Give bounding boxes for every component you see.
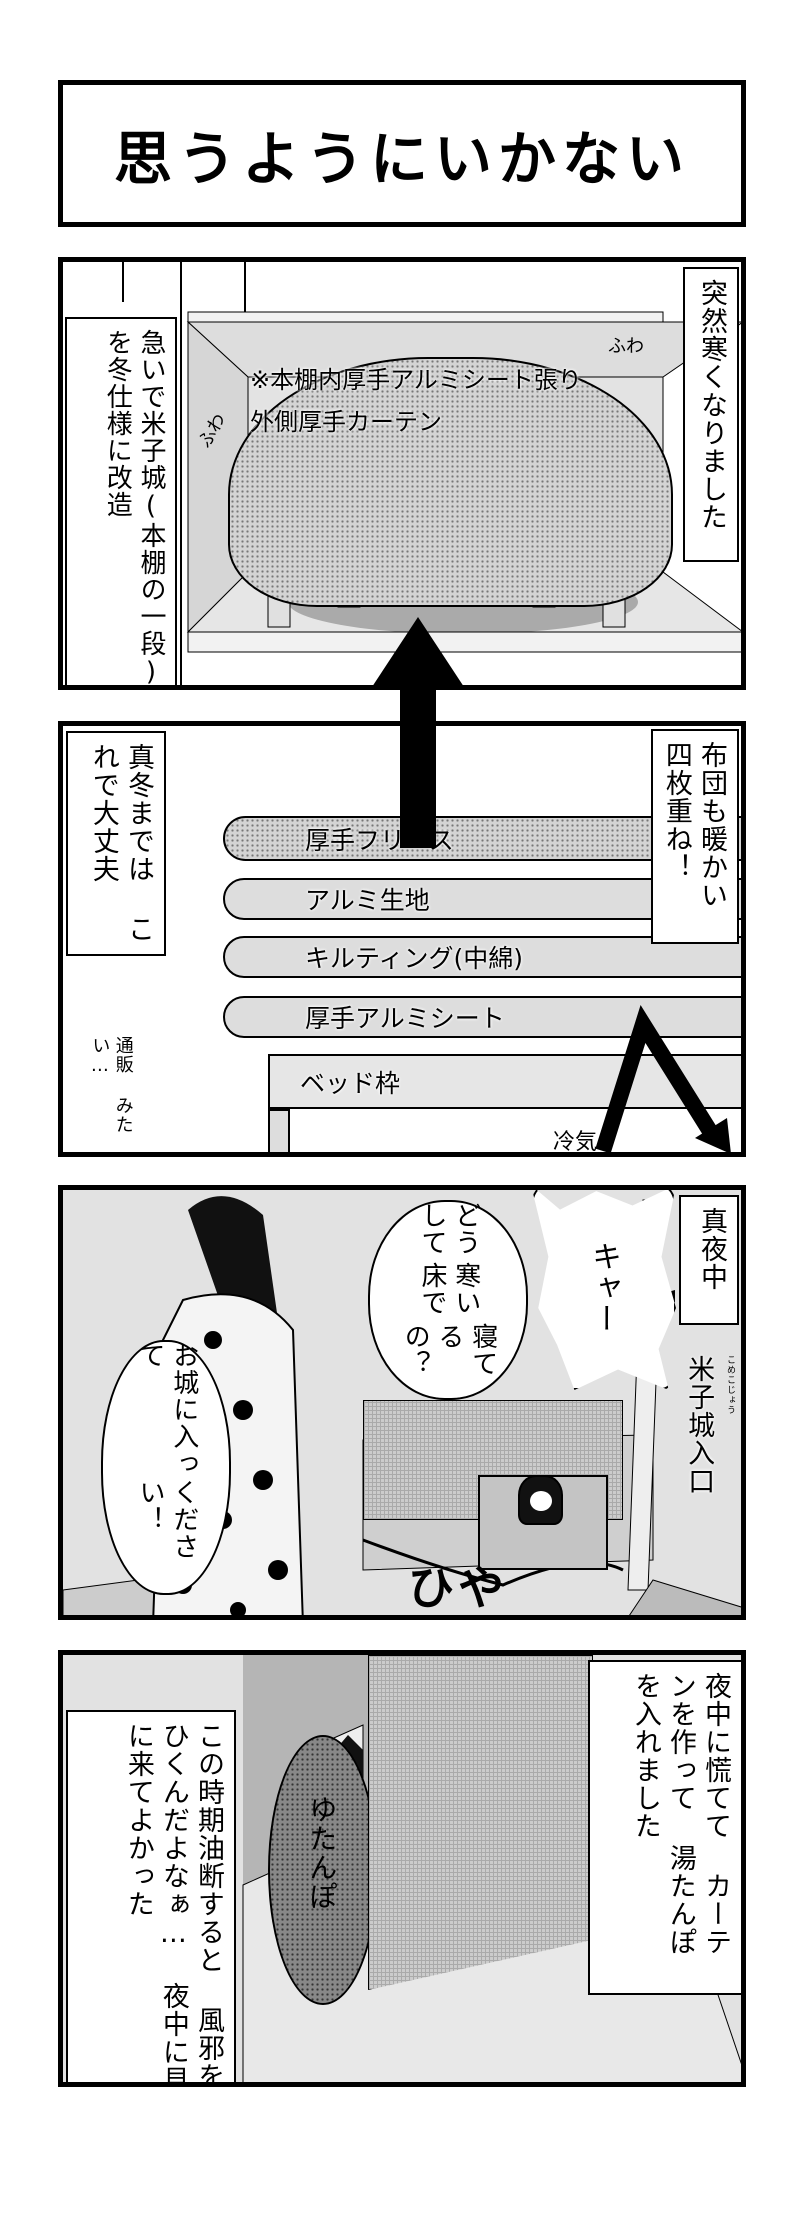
cat xyxy=(518,1475,563,1525)
question-line-3: 寝てるの？ xyxy=(400,1322,498,1377)
comic-title: 思うようにいかない xyxy=(113,124,690,193)
question-line-1: どうして xyxy=(417,1202,481,1256)
caption-right: 夜中に慌てて カーテンを作って 湯たんぽを入れました xyxy=(588,1660,741,1995)
caption-right-line-1: 夜中に慌てて xyxy=(700,1672,731,1840)
caption-left: この時期油断すると 風邪をひくんだよなぁ… 夜中に見に来てよかった xyxy=(66,1710,236,2087)
note-line-1: ※本棚内厚手アルミシート張り xyxy=(250,366,582,394)
note-line-2: 外側厚手カーテン xyxy=(250,408,442,436)
caption-left-line-1: 急いで米子城(本棚の一段) xyxy=(136,329,166,688)
caption-left: 急いで米子城(本棚の一段) を冬仕様に改造 xyxy=(65,317,177,688)
caption-left-line-1: この時期油断すると xyxy=(193,1722,224,1974)
entrance-label: 米子城入口 xyxy=(681,1355,716,1495)
caption-left-line-1: 真冬までは xyxy=(123,743,154,883)
fuwa-sfx-right: ふわ xyxy=(608,336,644,357)
layer-aluminum-sheet: 厚手アルミシート xyxy=(223,996,741,1038)
caption-left-line-2: 風邪をひくんだよなぁ… xyxy=(157,1722,224,2087)
caption-right-text: 突然寒くなりました xyxy=(696,279,727,531)
curtain xyxy=(368,1655,593,1990)
caption-right: 布団も暖かい 四枚重ね！ xyxy=(651,729,739,944)
caption-right-line-2: 四枚重ね！ xyxy=(660,741,692,881)
hiya-sfx: ひや xyxy=(408,1561,508,1615)
caption-left-line-2: これで大丈夫 xyxy=(87,743,154,943)
aside-line-2: みたい… xyxy=(89,1036,134,1134)
panel-2: 厚手フリース アルミ生地 キルティング(中綿) 厚手アルミシート ベッド枠 冷気… xyxy=(58,721,746,1157)
caption-left-line-3: 夜中に見に来てよかった xyxy=(122,1722,189,2087)
caption-right-line-2: カーテンを作って xyxy=(664,1672,731,1956)
panel-4: ゆたんぽ 夜中に慌てて カーテンを作って 湯たんぽを入れました この時期油断する… xyxy=(58,1650,746,2087)
caption-right-line-3: 湯たんぽを入れました xyxy=(629,1672,696,1956)
entrance-ruby: こめこじょう xyxy=(725,1355,735,1415)
title-box: 思うようにいかない xyxy=(58,80,746,227)
bed-leg xyxy=(268,1109,290,1152)
blanket xyxy=(228,357,673,607)
layer-label: 厚手アルミシート xyxy=(305,1004,505,1033)
speech-bubble-question: どうして 寒い床で 寝てるの？ xyxy=(368,1200,528,1400)
question-line-2: 寒い床で xyxy=(417,1262,481,1317)
cold-air-label: 冷気 xyxy=(553,1130,598,1155)
scream-text: キャー xyxy=(586,1241,621,1334)
caption-right: 突然寒くなりました xyxy=(683,267,739,562)
plea-line-2: ください！ xyxy=(135,1478,199,1560)
caption-left: 真冬までは これで大丈夫 xyxy=(66,731,166,956)
caption-text: 真夜中 xyxy=(696,1207,727,1291)
hot-water-bottle-label: ゆたんぽ xyxy=(305,1795,339,1911)
aside-line-1: 通販 xyxy=(112,1036,134,1074)
speech-bubble-plea: お城に入って ください！ xyxy=(101,1340,231,1595)
layer-label: キルティング(中綿) xyxy=(305,944,524,973)
layer-label: ベッド枠 xyxy=(300,1068,401,1098)
caption-midnight: 真夜中 xyxy=(679,1195,739,1325)
cold-air-arrow-icon xyxy=(595,1005,731,1152)
hot-water-bottle xyxy=(268,1735,378,2005)
layer-label: アルミ生地 xyxy=(305,886,430,915)
panel-3: ひや キャー どうして 寒い床で 寝てるの？ お城に入って ください！ 真夜中 … xyxy=(58,1185,746,1620)
caption-left-line-2: を冬仕様に改造 xyxy=(102,329,133,518)
entrance-text: 米子城入口 xyxy=(683,1355,715,1495)
aside-note: 通販 みたい… xyxy=(88,1036,135,1152)
caption-right-line-1: 布団も暖かい xyxy=(696,741,727,909)
panel-1: ふわ ふわ ※本棚内厚手アルミシート張り 外側厚手カーテン 突然寒くなりました … xyxy=(58,257,746,690)
plea-line-1: お城に入って xyxy=(135,1342,199,1477)
